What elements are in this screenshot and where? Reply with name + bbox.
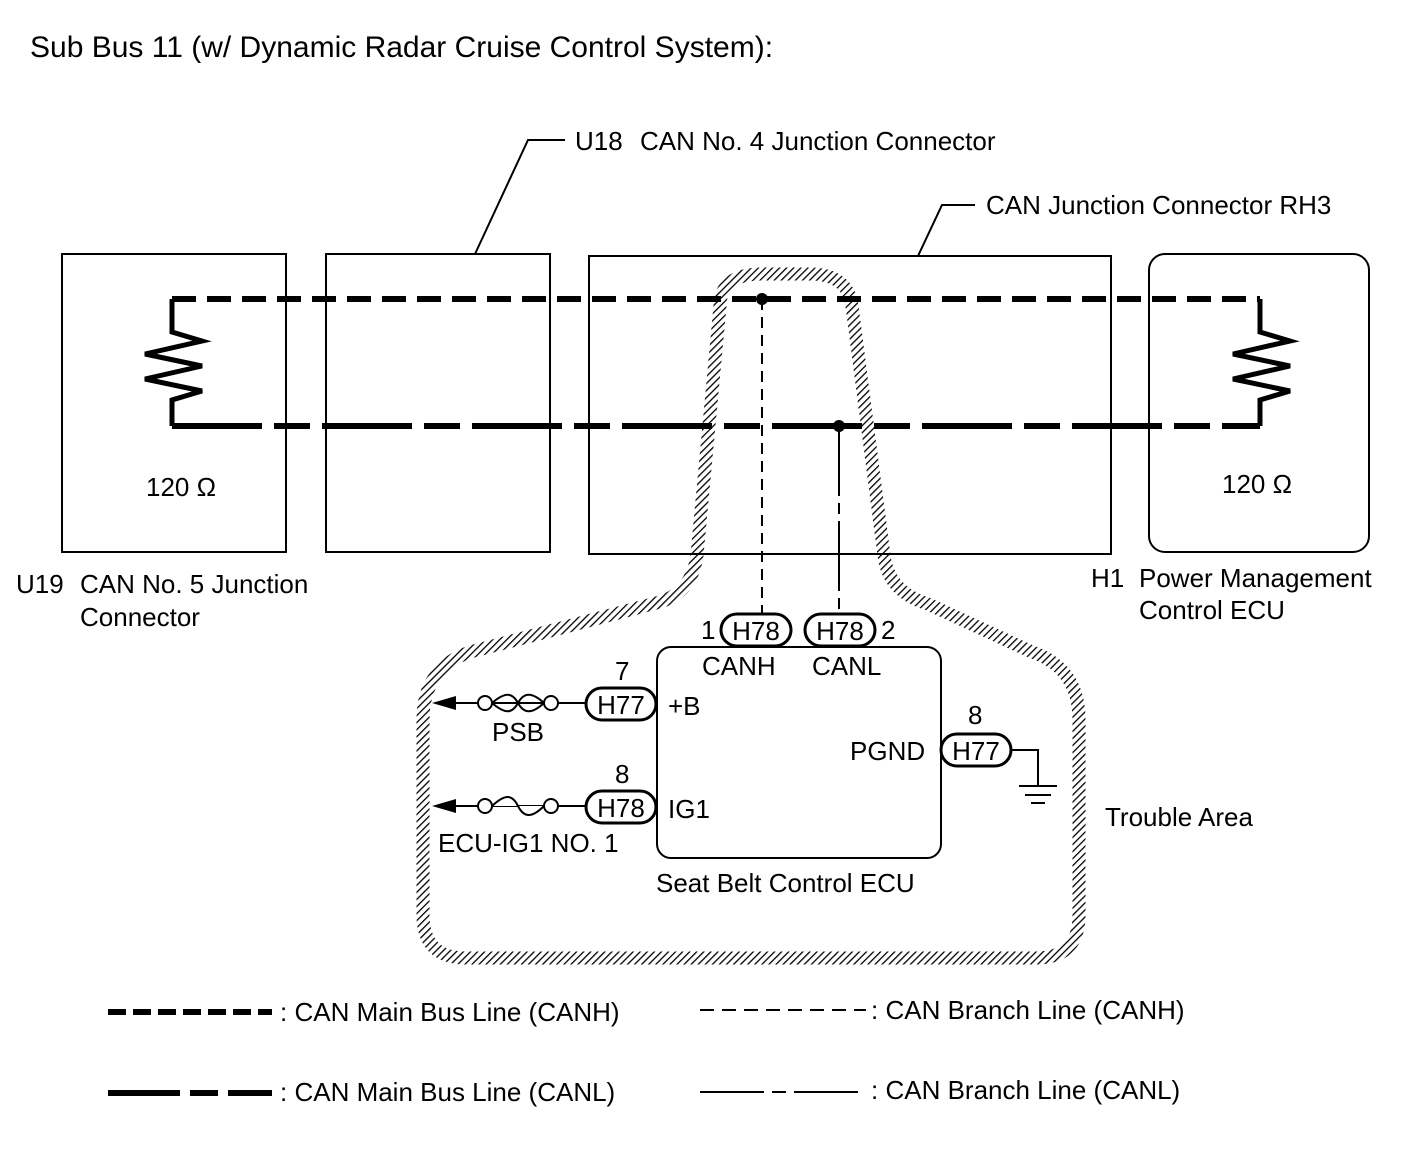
- page-title: Sub Bus 11 (w/ Dynamic Radar Cruise Cont…: [30, 31, 773, 64]
- b-connector-code: H77: [597, 690, 645, 720]
- legend-branch-canh-label: : CAN Branch Line (CANH): [871, 995, 1185, 1025]
- pgnd-terminal-label: PGND: [850, 736, 925, 766]
- psb-fuse-link-icon: [491, 693, 545, 713]
- ig1-connector-capsule: [584, 789, 658, 825]
- trouble-area-outline: [416, 267, 1086, 965]
- b-connector-capsule: [584, 686, 658, 722]
- ig1-fuse-terminal-right: [543, 798, 559, 814]
- canh-connector-code: H78: [732, 616, 780, 646]
- ig1-fuse-label: ECU-IG1 NO. 1: [438, 828, 619, 858]
- h1-name-line2: Control ECU: [1139, 595, 1285, 625]
- psb-fuse-terminal-left: [477, 695, 493, 711]
- rh3-leader-line: [917, 204, 975, 257]
- psb-arrow-icon: [432, 696, 456, 710]
- pgnd-pin-number: 8: [968, 700, 982, 730]
- legend-branch-canl-label: : CAN Branch Line (CANL): [871, 1075, 1180, 1105]
- trouble-area-label: Trouble Area: [1105, 802, 1253, 832]
- h1-ecu-box: [1148, 253, 1370, 553]
- canl-connector-code: H78: [816, 616, 864, 646]
- pgnd-connector-code: H77: [952, 736, 1000, 766]
- u19-name-line1: CAN No. 5 Junction: [80, 569, 308, 599]
- ig1-arrow-icon: [432, 799, 456, 813]
- h1-code: H1: [1091, 563, 1124, 593]
- canl-terminal-label: CANL: [812, 651, 881, 681]
- ig1-connector-code: H78: [597, 793, 645, 823]
- u19-name-line2: Connector: [80, 602, 200, 632]
- u18-junction-box: [325, 253, 551, 553]
- legend-main-canl-label: : CAN Main Bus Line (CANL): [280, 1077, 615, 1107]
- u19-resistance-label: 120 Ω: [146, 472, 216, 502]
- u19-code: U19: [16, 569, 64, 599]
- canh-terminal-label: CANH: [702, 651, 776, 681]
- right-resistor: [1232, 299, 1300, 426]
- u18-leader-line: [474, 139, 565, 255]
- ground-icon: [1019, 785, 1057, 804]
- rh3-junction-box: [588, 255, 1112, 555]
- ecu-name: Seat Belt Control ECU: [656, 868, 915, 898]
- legend-main-canh-label: : CAN Main Bus Line (CANH): [280, 997, 620, 1027]
- ig1-terminal-label: IG1: [668, 794, 710, 824]
- ig1-pin-number: 8: [615, 759, 629, 789]
- u18-name: CAN No. 4 Junction Connector: [640, 126, 996, 156]
- canh-pin-number: 1: [701, 615, 715, 645]
- canl-connector-capsule: [803, 612, 877, 648]
- psb-fuse-terminal-right: [543, 695, 559, 711]
- canh-connector-capsule: [719, 612, 793, 648]
- ig1-fuse-terminal-left: [477, 798, 493, 814]
- left-resistor: [144, 299, 212, 426]
- rh3-name: CAN Junction Connector RH3: [986, 190, 1331, 220]
- b-pin-number: 7: [615, 656, 629, 686]
- ig1-fuse-link-icon: [491, 796, 545, 816]
- h1-name-line1: Power Management: [1139, 563, 1372, 593]
- ground-wire: [1011, 749, 1039, 785]
- b-terminal-label: +B: [668, 691, 701, 721]
- h1-resistance-label: 120 Ω: [1222, 469, 1292, 499]
- u19-junction-box: [61, 253, 287, 553]
- u18-code: U18: [575, 126, 623, 156]
- canl-pin-number: 2: [881, 615, 895, 645]
- psb-fuse-label: PSB: [492, 717, 544, 747]
